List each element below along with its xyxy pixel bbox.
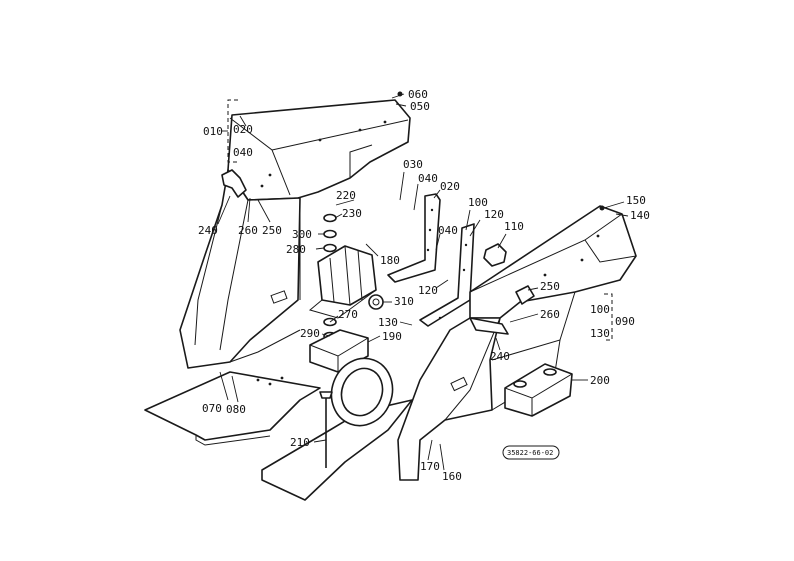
support-bracket-180 <box>308 245 377 319</box>
callout-180: 180 <box>380 254 400 267</box>
reference-code: 35822-66-02 <box>507 449 553 457</box>
bolts-070-080 <box>219 371 284 403</box>
callout-120-upper: 120 <box>484 208 504 221</box>
callout-040-left: 040 <box>233 146 253 159</box>
callout-150: 150 <box>626 194 646 207</box>
callout-080: 080 <box>226 403 246 416</box>
callout-290: 290 <box>300 327 320 340</box>
callout-090: 090 <box>615 315 635 328</box>
bracket-090 <box>604 293 613 341</box>
callout-040-center: 040 <box>418 172 438 185</box>
callout-060-top: 060 <box>408 88 428 101</box>
callout-310: 310 <box>394 295 414 308</box>
callout-250-left: 250 <box>262 224 282 237</box>
callout-050: 050 <box>410 100 430 113</box>
gear-310 <box>368 294 384 310</box>
callout-280: 280 <box>286 243 306 256</box>
bearing-housing <box>330 357 394 427</box>
long-bolt-210 <box>319 391 333 468</box>
callout-100: 100 <box>468 196 488 209</box>
callout-260-left: 260 <box>238 224 258 237</box>
leader-lines <box>217 93 629 471</box>
reference-code-badge: 35822-66-02 <box>502 445 560 460</box>
callout-030: 030 <box>403 158 423 171</box>
callout-070: 070 <box>202 402 222 415</box>
callout-labels: 060 050 010 020 040 030 040 020 220 230 … <box>198 88 650 483</box>
callout-240-right: 240 <box>490 350 510 363</box>
vertical-bracket-100 <box>419 223 475 327</box>
bracket-010 <box>222 99 238 163</box>
callout-210: 210 <box>290 436 310 449</box>
callout-190: 190 <box>382 330 402 343</box>
left-frame-arm <box>179 169 301 369</box>
callout-130-center: 130 <box>378 316 398 329</box>
callout-110: 110 <box>504 220 524 233</box>
left-frame-upper <box>227 99 411 201</box>
clamp-250-right <box>515 285 535 305</box>
callout-170: 170 <box>420 460 440 473</box>
callout-220: 220 <box>336 189 356 202</box>
right-frame-arm <box>397 291 576 481</box>
callout-240-left: 240 <box>198 224 218 237</box>
clamp-110 <box>483 243 507 267</box>
left-frame-hook <box>221 169 247 198</box>
base-plate-right <box>261 399 413 501</box>
callout-160: 160 <box>442 470 462 483</box>
callout-040-right: 040 <box>438 224 458 237</box>
mount-block-200 <box>504 363 573 417</box>
callout-230: 230 <box>342 207 362 220</box>
base-plate-left <box>144 371 321 446</box>
callout-020-left: 020 <box>233 123 253 136</box>
callout-120-lower: 120 <box>418 284 438 297</box>
callout-270: 270 <box>338 308 358 321</box>
callout-130-right: 130 <box>590 327 610 340</box>
callout-260-right: 260 <box>540 308 560 321</box>
callout-250-right: 250 <box>540 280 560 293</box>
callout-200: 200 <box>590 374 610 387</box>
callout-100-right: 100 <box>590 303 610 316</box>
callout-010: 010 <box>203 125 223 138</box>
callout-140: 140 <box>630 209 650 222</box>
callout-300: 300 <box>292 228 312 241</box>
callout-020-center: 020 <box>440 180 460 193</box>
